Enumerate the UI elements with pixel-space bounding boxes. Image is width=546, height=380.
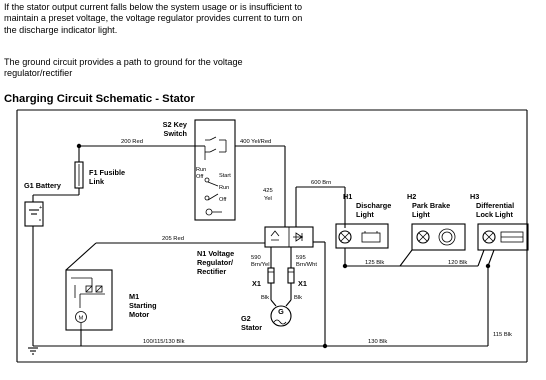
schematic-frame: [16, 109, 528, 363]
junction-dot: [342, 263, 348, 269]
motor-symbol-label: M: [79, 316, 84, 322]
regulator-label-line3: Rectifier: [197, 267, 226, 276]
wire-label-blk-right: Blk: [294, 295, 302, 301]
switch-position-run: Run: [219, 185, 229, 191]
park-brake-light-label-line2: Park Brake: [412, 201, 450, 210]
wire-label-125-blk: 125 Blk: [365, 260, 384, 266]
park-brake-light-label-line3: Light: [412, 210, 430, 219]
battery-g1: +: [24, 201, 44, 227]
stator-symbol-label: G: [278, 307, 284, 316]
wire-label-590: 590: [251, 255, 261, 261]
starting-motor-label-line1: M1: [129, 292, 139, 301]
junction-dot: [76, 143, 82, 149]
connector-x1-left-label: X1: [252, 279, 261, 288]
regulator-label-line1: N1 Voltage: [197, 249, 234, 258]
key-switch-label-line1: S2 Key: [163, 120, 188, 129]
wire-label-115-blk: 115 Blk: [493, 332, 512, 338]
wire-label-blk-left: Blk: [261, 295, 269, 301]
wiring: [32, 145, 495, 347]
discharge-light-label-line2: Discharge: [356, 201, 391, 210]
key-switch-label-line2: Switch: [163, 129, 187, 138]
connector-x1-right-label: X1: [298, 279, 307, 288]
wire-label-200-red: 200 Red: [121, 139, 143, 145]
discharge-light-h1: [335, 223, 389, 249]
intro-paragraph-ground-circuit: The ground circuit provides a path to gr…: [4, 57, 243, 79]
connector-x1-left: [267, 267, 275, 284]
wire-label-595: 595: [296, 255, 306, 261]
junction-dot: [322, 343, 328, 349]
fusible-link-f1: [74, 161, 84, 189]
regulator-rectifier-n1: [264, 226, 314, 248]
differential-lock-light-h3: [477, 223, 529, 251]
schematic-title: Charging Circuit Schematic - Stator: [4, 93, 195, 105]
switch-position-start: Start: [219, 173, 231, 179]
regulator-label-line2: Regulator/: [197, 258, 233, 267]
discharge-light-label-line1: H1: [343, 192, 352, 201]
connector-x1-right: [287, 267, 295, 284]
stator-label-line1: G2: [241, 314, 251, 323]
stator-g2: [270, 305, 292, 327]
switch-position-off-top: Off: [196, 174, 204, 180]
discharge-light-label-line3: Light: [356, 210, 374, 219]
park-brake-light-label-line1: H2: [407, 192, 416, 201]
wire-label-120-blk: 120 Blk: [448, 260, 467, 266]
wire-label-205-red: 205 Red: [162, 236, 184, 242]
wire-label-130-blk: 130 Blk: [368, 339, 387, 345]
wire-label-425-yel: Yel: [264, 196, 272, 202]
wire-label-590-brn-yel: Brn/Yel: [251, 262, 269, 268]
starting-motor-label-line3: Motor: [129, 310, 149, 319]
ground-symbol: [28, 347, 38, 355]
wire-label-600-brn: 600 Brn: [311, 180, 331, 186]
fusible-link-label-line1: F1 Fusible: [89, 168, 125, 177]
switch-position-off: Off: [219, 197, 227, 203]
wire-label-595-brn-wht: Brn/Wht: [296, 262, 317, 268]
switch-position-run-top: Run: [196, 167, 206, 173]
junction-dots: [76, 143, 491, 349]
differential-lock-label-line3: Lock Light: [476, 210, 513, 219]
differential-lock-label-line2: Differential: [476, 201, 514, 210]
differential-lock-label-line1: H3: [470, 192, 479, 201]
fusible-link-label-line2: Link: [89, 177, 105, 186]
starting-motor-label-line2: Starting: [129, 301, 157, 310]
battery-label: G1 Battery: [24, 181, 62, 190]
intro-paragraph-stator-output: If the stator output current falls below…: [4, 2, 303, 35]
wire-label-400-yel-red: 400 Yel/Red: [240, 139, 271, 145]
svg-text:+: +: [39, 205, 42, 211]
park-brake-light-h2: [411, 223, 466, 251]
junction-dot: [485, 263, 491, 269]
wire-label-100-115-130-blk: 100/115/130 Blk: [143, 339, 185, 345]
wire-label-425: 425: [263, 188, 273, 194]
starting-motor-m1: [65, 269, 113, 331]
key-switch-s2: [194, 119, 236, 221]
stator-label-line2: Stator: [241, 323, 262, 332]
